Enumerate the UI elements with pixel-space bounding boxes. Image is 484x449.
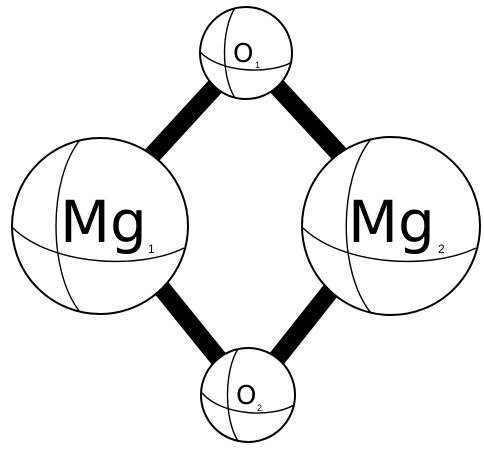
o1-sphere	[199, 6, 293, 100]
atom-o2: O 2	[200, 347, 296, 443]
o2-sphere	[200, 347, 296, 443]
mg1-index: 1	[148, 242, 155, 256]
atom-mg1: Mg 1	[11, 137, 189, 315]
mg1-sphere	[11, 137, 189, 315]
mg2-meridian	[345, 138, 372, 314]
mg1-symbol: Mg	[60, 188, 147, 256]
mg1-meridian	[55, 139, 81, 313]
mg2-index: 2	[438, 242, 445, 256]
atom-o1: O 1	[199, 6, 293, 100]
mg2-sphere	[301, 136, 481, 316]
mg2-equator	[302, 227, 477, 263]
o2-symbol: O	[236, 381, 256, 411]
o2-equator	[201, 392, 295, 414]
o1-equator	[199, 51, 293, 71]
o1-symbol: O	[233, 39, 253, 69]
atom-mg2: Mg 2	[301, 136, 481, 316]
o1-meridian	[223, 7, 236, 99]
o1-index: 1	[255, 60, 260, 70]
mg1-equator	[12, 227, 185, 263]
mg2-symbol: Mg	[348, 188, 435, 256]
o2-meridian	[226, 348, 239, 442]
o2-index: 2	[257, 403, 262, 413]
